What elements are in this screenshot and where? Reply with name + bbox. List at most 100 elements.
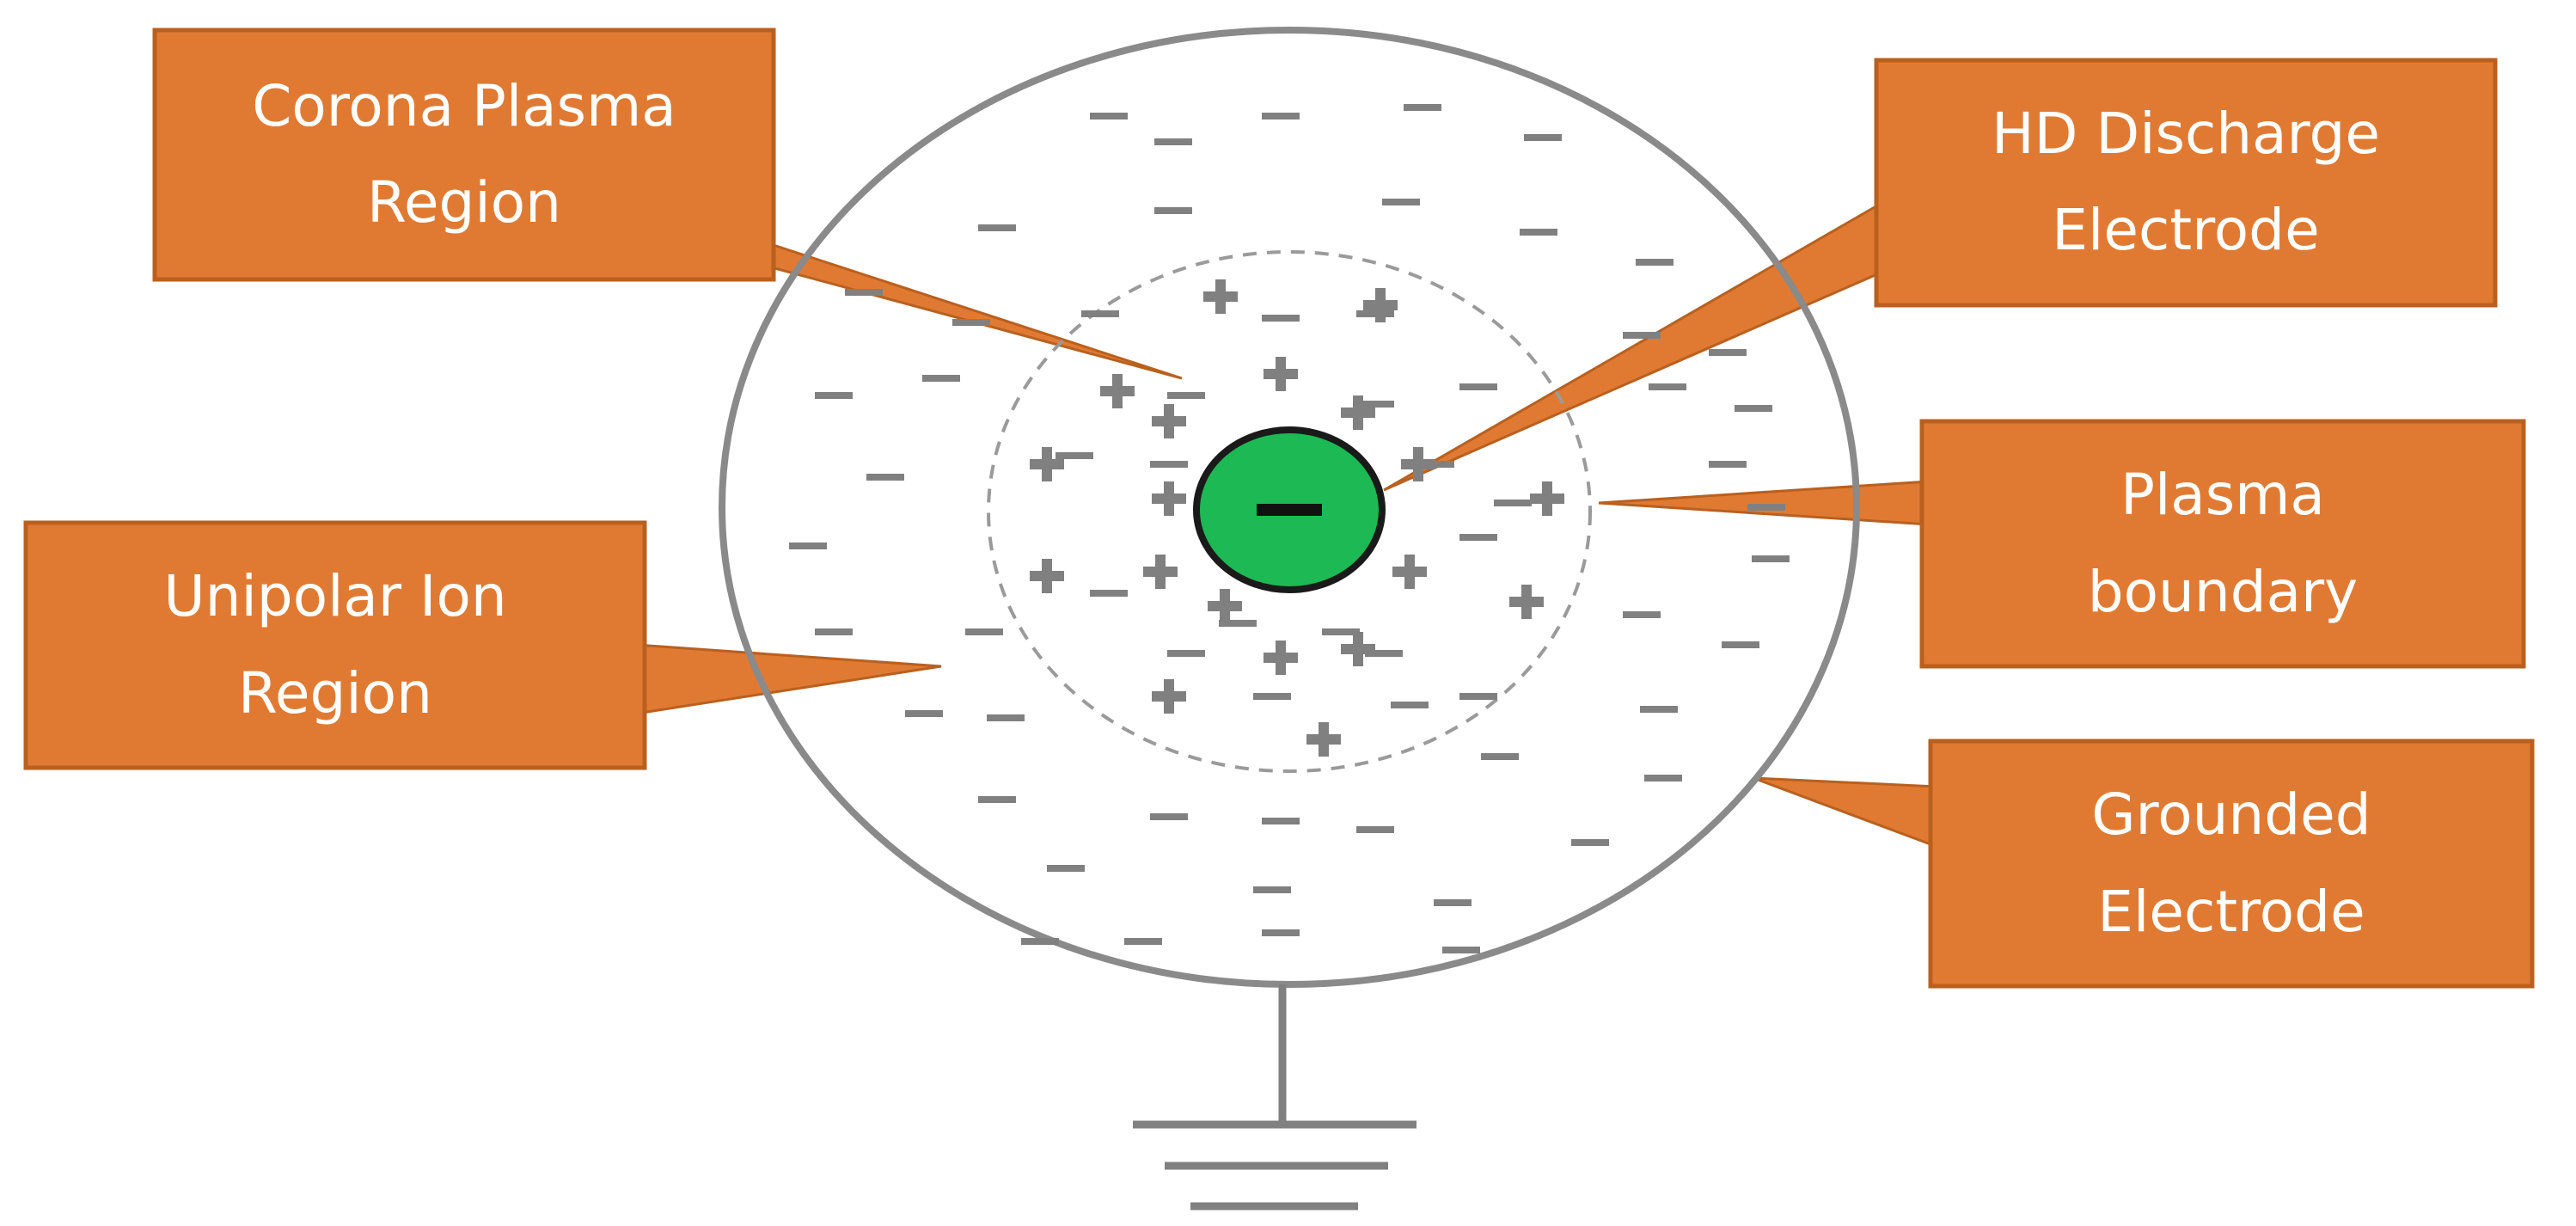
- negative-ion-mark: [1253, 886, 1291, 893]
- negative-ion-mark: [845, 289, 883, 296]
- negative-ion-mark: [1722, 641, 1759, 648]
- negative-ion-mark: [1571, 839, 1609, 846]
- positive-ion-mark: [1152, 481, 1186, 516]
- positive-ion-mark: [1030, 559, 1064, 593]
- negative-ion-mark: [789, 543, 827, 549]
- positive-ion-mark: [1530, 481, 1564, 516]
- negative-ion-mark: [1322, 628, 1360, 635]
- corona-plasma-region-callout-box: [152, 28, 776, 282]
- negative-ion-mark: [1382, 199, 1420, 205]
- negative-ion-mark: [1644, 775, 1682, 782]
- negative-ion-mark: [1709, 349, 1747, 356]
- negative-ion-mark: [1021, 938, 1059, 945]
- negative-ion-mark: [1262, 113, 1300, 120]
- positive-ion-mark: [1152, 404, 1186, 438]
- negative-ion-marks: [789, 104, 1790, 953]
- negative-ion-mark: [1219, 620, 1257, 627]
- hd-discharge-electrode-callout-box: [1874, 58, 2498, 308]
- corona-plasma-region-callout: [152, 28, 1183, 380]
- positive-ion-mark: [1509, 585, 1544, 619]
- positive-ion-mark: [1143, 555, 1178, 589]
- negative-ion-mark: [1055, 452, 1093, 459]
- negative-ion-mark: [1459, 693, 1497, 700]
- negative-ion-mark: [1752, 555, 1790, 562]
- positive-ion-mark: [1152, 679, 1186, 714]
- negative-ion-mark: [1154, 138, 1192, 145]
- positive-ion-mark: [1363, 288, 1398, 322]
- positive-ion-mark: [1306, 722, 1341, 757]
- positive-ion-mark: [1401, 447, 1435, 481]
- grounded-electrode-circle: [719, 27, 1860, 988]
- negative-ion-mark: [1442, 947, 1480, 953]
- negative-ion-mark: [1081, 310, 1119, 317]
- negative-ion-mark: [1154, 207, 1192, 214]
- negative-ion-mark: [1167, 392, 1205, 399]
- negative-ion-mark: [1434, 899, 1472, 906]
- negative-ion-mark: [815, 628, 853, 635]
- positive-ion-mark: [1341, 395, 1375, 430]
- negative-ion-mark: [1124, 938, 1162, 945]
- grounded-electrode-callout: [1753, 739, 2535, 989]
- positive-ion-mark: [1030, 447, 1064, 481]
- negative-ion-mark: [1709, 461, 1747, 468]
- negative-ion-mark: [922, 375, 960, 382]
- negative-ion-mark: [978, 224, 1016, 231]
- negative-ion-mark: [1747, 504, 1785, 511]
- negative-ion-mark: [905, 710, 943, 717]
- negative-ion-mark: [1623, 332, 1661, 339]
- negative-ion-mark: [1459, 534, 1497, 541]
- negative-ion-mark: [1391, 702, 1429, 708]
- negative-ion-mark: [1090, 113, 1128, 120]
- negative-ion-mark: [952, 319, 990, 326]
- negative-ion-mark: [1356, 401, 1394, 408]
- negative-ion-mark: [1253, 693, 1291, 700]
- callouts: [23, 28, 2535, 989]
- positive-ion-mark: [1264, 641, 1298, 675]
- negative-ion-mark: [1636, 259, 1673, 266]
- negative-ion-mark: [1481, 753, 1519, 760]
- plasma-boundary-circle: [987, 250, 1592, 773]
- grounded-electrode-callout-box: [1928, 739, 2535, 989]
- positive-ion-marks: [1030, 279, 1564, 757]
- positive-ion-mark: [1203, 279, 1238, 314]
- negative-ion-mark: [1262, 929, 1300, 936]
- negative-ion-mark: [1262, 315, 1300, 322]
- negative-ion-mark: [1524, 134, 1562, 141]
- negative-ion-mark: [815, 392, 853, 399]
- negative-ion-mark: [1365, 650, 1403, 657]
- negative-ion-mark: [1735, 405, 1772, 412]
- unipolar-ion-region-callout: [23, 520, 942, 770]
- plasma-boundary-callout: [1598, 419, 2526, 669]
- negative-ion-mark: [1167, 650, 1205, 657]
- negative-ion-mark: [978, 796, 1016, 803]
- negative-ion-mark: [1459, 383, 1497, 390]
- positive-ion-mark: [1100, 374, 1135, 408]
- grounded-electrode-callout-pointer: [1753, 776, 1939, 849]
- negative-ion-mark: [1150, 461, 1188, 468]
- unipolar-ion-region-callout-pointer: [634, 643, 942, 715]
- positive-ion-mark: [1341, 632, 1375, 666]
- negative-ion-mark: [1262, 818, 1300, 824]
- plasma-boundary-callout-pointer: [1598, 480, 1930, 526]
- negative-ion-mark: [1090, 590, 1128, 597]
- negative-ion-mark: [1640, 706, 1678, 713]
- negative-ion-mark: [1494, 500, 1532, 506]
- negative-ion-mark: [866, 474, 904, 481]
- plasma-boundary-callout-box: [1919, 419, 2526, 669]
- unipolar-ion-region-callout-box: [23, 520, 647, 770]
- positive-ion-mark: [1208, 589, 1242, 623]
- electrode-negative-sign: [1257, 504, 1322, 516]
- negative-ion-mark: [1404, 104, 1441, 111]
- negative-ion-mark: [1047, 865, 1085, 872]
- hd-discharge-electrode-callout: [1383, 58, 2498, 492]
- positive-ion-mark: [1392, 555, 1427, 589]
- negative-ion-mark: [1150, 813, 1188, 820]
- positive-ion-mark: [1264, 357, 1298, 391]
- negative-ion-mark: [1649, 383, 1686, 390]
- negative-ion-mark: [1520, 229, 1557, 236]
- negative-ion-mark: [987, 714, 1025, 721]
- negative-ion-mark: [965, 628, 1003, 635]
- negative-ion-mark: [1623, 611, 1661, 618]
